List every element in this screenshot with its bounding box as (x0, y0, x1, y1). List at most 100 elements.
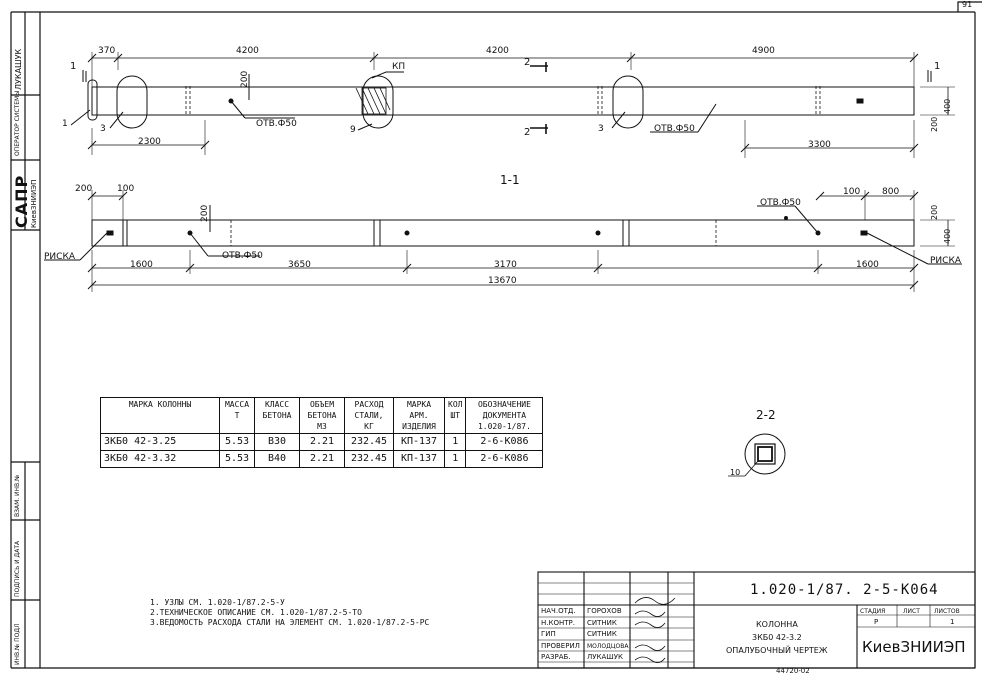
tb-sheets-value: 1 (950, 618, 955, 626)
s11-dim-1600a: 1600 (130, 260, 153, 270)
s11-dim-3650: 3650 (288, 260, 311, 270)
plan-dim-3300: 3300 (808, 140, 831, 150)
side-inv: ИНВ.№ ПОДЛ (14, 623, 21, 665)
tb-role: НАЧ.ОТД. (541, 607, 576, 615)
tb-bottom-fragment: 44720-02 (776, 668, 810, 675)
spec-header-arm: МАРКА АРМ. ИЗДЕЛИЯ (393, 397, 445, 434)
plan-dim-370: 370 (98, 46, 116, 56)
tb-name: СИТНИК (587, 630, 617, 638)
section-1-1-view (44, 190, 962, 292)
tb-organization: КиевЗНИИЭП (862, 638, 966, 656)
tb-name: МОЛОДЦОВА (587, 643, 629, 650)
plan-callout-3a: 3 (100, 124, 106, 134)
tb-name: СИТНИК (587, 619, 617, 627)
plan-dim-400: 400 (943, 98, 952, 114)
spec-header-qty: КОЛ ШТ (443, 397, 467, 434)
side-sapr: САПР (12, 174, 31, 228)
section-2-2-callout: 10 (730, 468, 741, 477)
spec-header-mass: МАССА Т (219, 397, 255, 434)
spec-header-mark: МАРКА КОЛОННЫ (100, 397, 220, 434)
tb-element-name-3: ОПАЛУБОЧНЫЙ ЧЕРТЕЖ (726, 646, 828, 655)
tb-stage-value: Р (874, 618, 879, 626)
section-2-2-view (728, 433, 786, 477)
plan-dim-4900: 4900 (752, 46, 775, 56)
spec-header-volume: ОБЪЕМ БЕТОНА М3 (299, 397, 345, 434)
plan-dim-200: 200 (240, 70, 250, 88)
spec-cell: 2-6-К086 (465, 450, 544, 468)
s11-dim-200-right: 200 (930, 204, 939, 220)
spec-cell: 5.53 (219, 450, 255, 468)
s11-dim-200-vert: 200 (200, 204, 210, 222)
plan-dim-4200b: 4200 (486, 46, 509, 56)
spec-table-header-row: МАРКА КОЛОННЫ МАССА Т КЛАСС БЕТОНА ОБЪЕМ… (100, 397, 544, 434)
s11-total-13670: 13670 (488, 276, 517, 286)
plan-callout-3b: 3 (598, 124, 604, 134)
s11-hole-left-label: ОТВ.Ф50 (222, 251, 263, 261)
tb-sheet-label: ЛИСТ (903, 608, 920, 615)
side-podpis: ПОДПИСЬ И ДАТА (14, 540, 21, 597)
side-operator-label: ОПЕРАТОР СИСТЕМЫ (14, 90, 21, 156)
spec-cell: КП-137 (393, 433, 445, 451)
spec-cell: 2.21 (299, 433, 345, 451)
plan-hole-left-label: ОТВ.Ф50 (256, 119, 297, 129)
plan-kp-label: КП (392, 62, 406, 72)
lifting-loop-middle (362, 75, 394, 129)
spec-cell: 1 (443, 450, 467, 468)
plan-dim-4200a: 4200 (236, 46, 259, 56)
column-elevation-outline (91, 219, 915, 247)
spec-header-doc: ОБОЗНАЧЕНИЕ ДОКУМЕНТА 1.020-1/87. (465, 397, 544, 434)
note-line: 2.ТЕХНИЧЕСКОЕ ОПИСАНИЕ СМ. 1.020-1/87.2-… (150, 608, 362, 617)
tb-role: Н.КОНТР. (541, 619, 575, 627)
s11-dim-100: 100 (117, 184, 135, 194)
spec-cell: 3КБ0 42-3.32 (100, 450, 220, 468)
s11-riska-right: РИСКА (930, 256, 961, 266)
s11-dim-100-right: 100 (843, 187, 861, 197)
plan-section-1-left: 1 (70, 61, 77, 72)
side-institute: КиевЗНИИЭП (30, 179, 38, 228)
table-row: 3КБ0 42-3.25 5.53 В30 2.21 232.45 КП-137… (100, 433, 544, 451)
plan-hole-right-label: ОТВ.Ф50 (654, 124, 695, 134)
s11-dim-200: 200 (75, 184, 93, 194)
note-line: 1. УЗЛЫ СМ. 1.020-1/87.2-5-У (150, 598, 285, 607)
lifting-loop-right (612, 75, 644, 129)
plan-view (70, 52, 955, 158)
embedded-part-kp (355, 87, 391, 115)
column-plan-outline (91, 86, 915, 116)
spec-table: МАРКА КОЛОННЫ МАССА Т КЛАСС БЕТОНА ОБЪЕМ… (100, 397, 544, 468)
tb-role: ГИП (541, 630, 556, 638)
document-code: 1.020-1/87. 2-5-К064 (750, 582, 939, 598)
tb-element-name-2: 3КБ0 42-3.2 (752, 633, 802, 642)
tb-stage-label: СТАДИЯ (860, 608, 886, 615)
side-vzam: ВЗАМ. ИНВ.№ (14, 474, 21, 517)
side-surname: ЛУКАШУК (14, 48, 23, 90)
section-2-2-title: 2-2 (756, 408, 776, 422)
plan-callout-1: 1 (62, 119, 68, 129)
plan-callout-9: 9 (350, 125, 356, 135)
plan-section-2-top: 2 (524, 57, 531, 68)
s11-riska-left: РИСКА (44, 252, 75, 262)
sheet-corner-number: 91 (962, 0, 973, 9)
spec-cell: 2-6-К086 (465, 433, 544, 451)
table-row: 3КБ0 42-3.32 5.53 В40 2.21 232.45 КП-137… (100, 450, 544, 468)
plan-dim-200-right: 200 (930, 116, 939, 132)
note-line: 3.ВЕДОМОСТЬ РАСХОДА СТАЛИ НА ЭЛЕМЕНТ СМ.… (150, 618, 430, 627)
spec-cell: В30 (254, 433, 300, 451)
s11-dim-800: 800 (882, 187, 900, 197)
corner-box (957, 1, 982, 12)
spec-cell: 1 (443, 433, 467, 451)
tb-sheets-label: ЛИСТОВ (934, 608, 960, 615)
plan-section-2-bottom: 2 (524, 127, 531, 138)
tb-name: ЛУКАШУК (587, 653, 624, 661)
plan-dim-2300: 2300 (138, 137, 161, 147)
title-block-grid (537, 571, 976, 669)
spec-cell: 232.45 (344, 450, 394, 468)
s11-dim-3170: 3170 (494, 260, 517, 270)
tb-role: РАЗРАБ. (541, 653, 571, 661)
notes-block: 1. УЗЛЫ СМ. 1.020-1/87.2-5-У 2.ТЕХНИЧЕСК… (150, 598, 429, 628)
spec-cell: В40 (254, 450, 300, 468)
lifting-loop-left (116, 75, 148, 129)
spec-header-steel: РАСХОД СТАЛИ, КГ (344, 397, 394, 434)
section-1-1-title: 1-1 (500, 173, 520, 187)
tb-name: ГОРОХОВ (587, 607, 622, 615)
